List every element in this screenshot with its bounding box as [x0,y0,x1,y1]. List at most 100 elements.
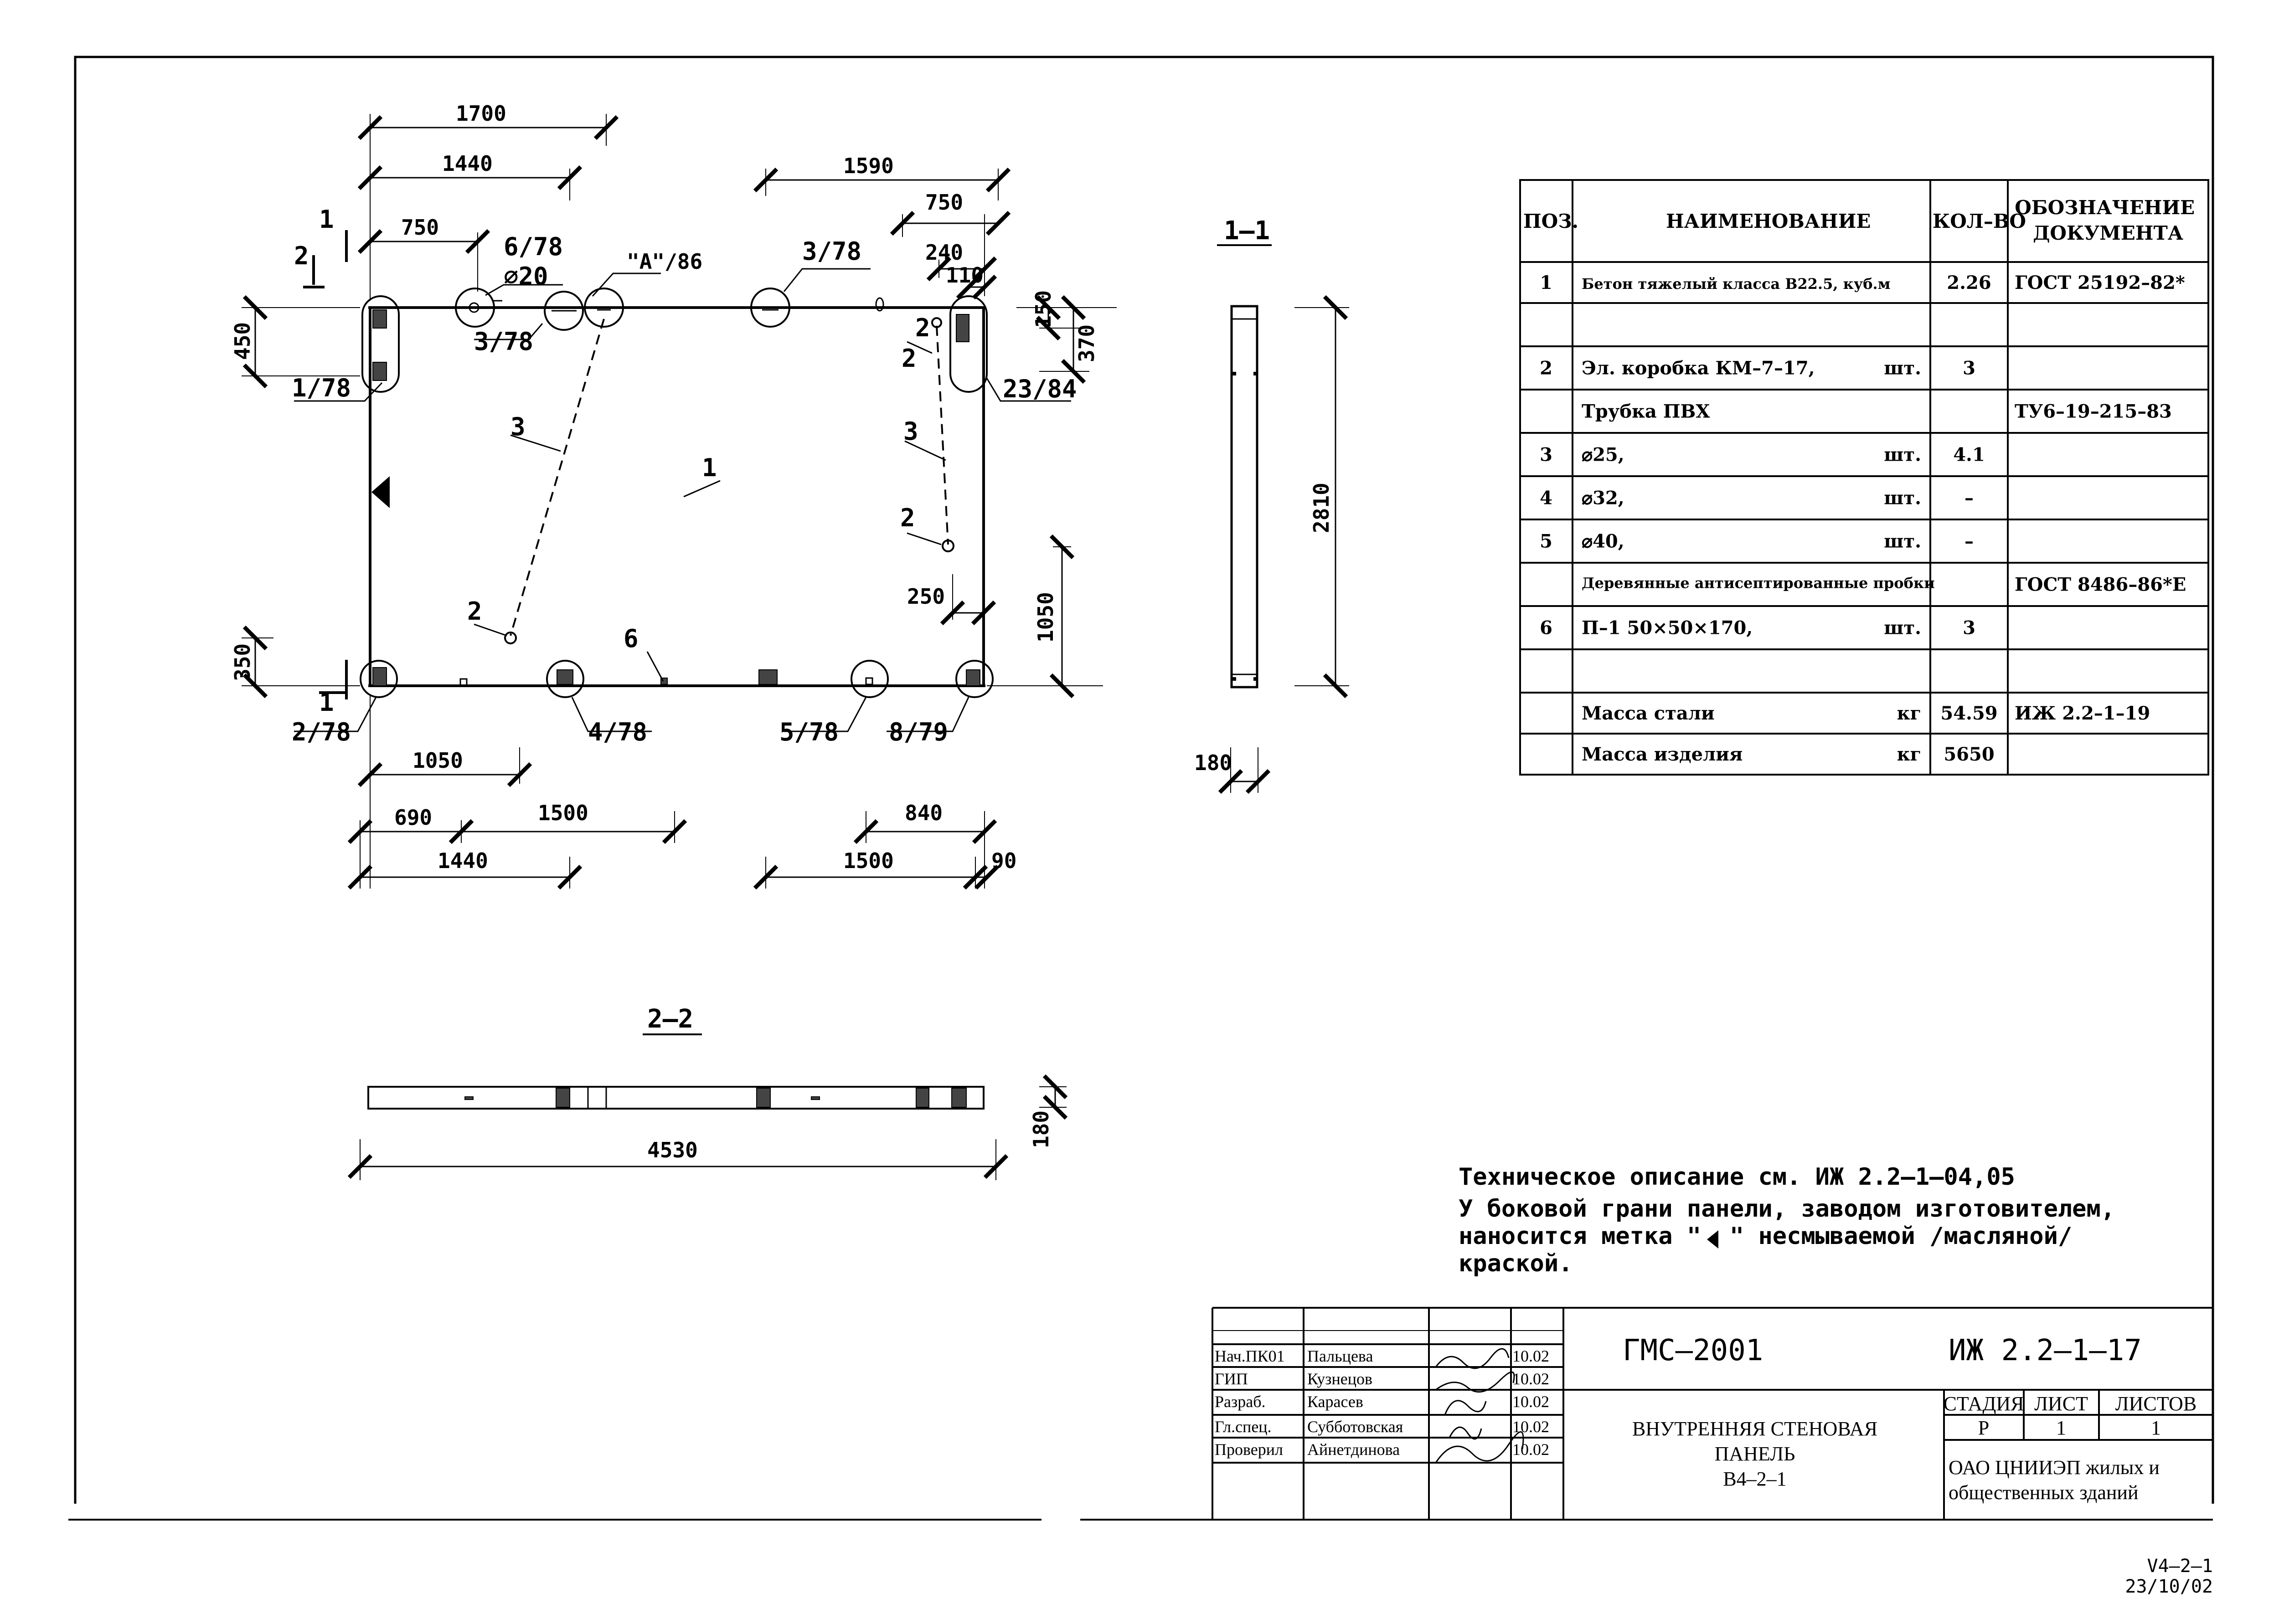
spec-row-pos: 1 [1540,272,1552,293]
pos-2-b: 2 [900,504,915,532]
panel-elevation [368,306,985,687]
sheet-frame [68,56,2214,1521]
spec-row-name: П–1 50×50×170, [1582,617,1753,639]
pos-2-d: 2 [915,313,930,342]
section-2-2-parts [464,1088,967,1108]
cut-1-top: 1 [319,205,334,234]
role-date: 10.02 [1512,1347,1549,1365]
spec-row-pos: 6 [1540,617,1552,639]
role-label: Проверил [1215,1440,1283,1459]
spec-row-qty: – [1964,531,1974,552]
header-qty: КОЛ–ВО [1933,210,2026,232]
section-1-1-title: 1–1 [1224,216,1270,246]
spec-row-name: ⌀40, [1582,531,1624,552]
pos-6: 6 [624,624,639,653]
spec-row-pos: 5 [1540,531,1552,552]
sheet-value: 1 [2056,1417,2066,1439]
header-pos: ПОЗ. [1523,210,1578,232]
spec-table-grid [1519,179,2209,776]
detail-markers [360,288,994,698]
note-line-3: наносится метка " ▲" несмываемой /маслян… [1459,1223,2072,1250]
callout-A-86: "A"/86 [627,249,702,274]
spec-row-qty: 54.59 [1940,703,1997,724]
header-name: НАИМЕНОВАНИЕ [1666,210,1871,232]
dim-90: 90 [991,848,1016,873]
callout-23-84: 23/84 [1003,375,1077,403]
dim-1590: 1590 [843,154,894,178]
callout-6-78: 6/78 [504,232,563,261]
spec-row-pos: 3 [1540,444,1552,466]
dim-1700: 1700 [456,101,506,126]
callout-phi20: ⌀20 [504,262,548,291]
dim-1440-top: 1440 [442,151,493,176]
sheets-value: 1 [2151,1417,2161,1439]
dim-240: 240 [925,240,963,265]
pos-2-a: 2 [467,597,482,626]
callout-3-78-right: 3/78 [802,237,861,266]
spec-row-unit: кг [1897,744,1921,765]
role-label: Нач.ПК01 [1215,1347,1285,1365]
dim-250: 250 [907,584,945,609]
embedded-parts [372,309,980,686]
spec-row-name: ⌀32, [1582,488,1624,509]
dimension-labels: 1700 1440 750 1590 750 240 110 150 370 4… [230,101,1334,1162]
code-main: ГМС–2001 [1623,1334,1763,1367]
org-line-2: общественных зданий [1949,1481,2139,1504]
org-line-1: ОАО ЦНИИЭП жилых и [1949,1456,2160,1479]
spec-row-doc: ИЖ 2.2–1–19 [2015,703,2150,724]
technical-notes: Техническое описание см. ИЖ 2.2–1–04,05 … [1459,1163,2115,1277]
section-cut-marks [303,230,348,699]
cut-2: 2 [294,242,309,270]
spec-table-header: ПОЗ. НАИМЕНОВАНИЕ КОЛ–ВО ОБОЗНАЧЕНИЕ ДОК… [1523,196,2195,244]
dim-1050-right: 1050 [1033,592,1058,642]
section-2-2-title: 2–2 [647,1004,693,1034]
section-2-2-view [367,1033,985,1110]
pos-3-b: 3 [903,417,918,446]
section-labels: 1 2 1 1–1 2–2 [294,205,1270,1034]
junction-boxes [504,317,954,644]
dim-450: 450 [230,322,255,360]
spec-row-pos: 4 [1540,488,1552,509]
extension-lines [242,114,1349,1180]
section-1-1-view [1217,244,1272,689]
spec-row-name: Трубка ПВХ [1582,401,1710,422]
spec-row-unit: шт. [1884,531,1921,552]
callout-4-78: 4/78 [588,718,647,746]
dim-750-left: 750 [401,215,439,240]
dim-690: 690 [394,805,432,830]
spec-row-qty: 3 [1963,358,1975,379]
dim-4530: 4530 [647,1138,698,1162]
spec-row-doc: ТУ6–19–215–83 [2015,401,2172,422]
dim-1500-right: 1500 [843,848,894,873]
pos-2-c: 2 [902,344,917,373]
spec-row-qty: 5650 [1944,744,1994,765]
plug-holes [459,297,884,686]
note-line-4: краской. [1459,1250,1573,1277]
spec-row-name: Масса изделия [1582,744,1743,765]
spec-row-unit: шт. [1884,488,1921,509]
callout-2-78: 2/78 [292,718,351,746]
role-date: 10.02 [1512,1418,1549,1436]
dim-370: 370 [1074,324,1099,362]
title-line-2: ПАНЕЛЬ [1715,1443,1795,1465]
role-label: ГИП [1215,1370,1248,1388]
spec-row-qty: 4.1 [1953,444,1985,466]
code-doc: ИЖ 2.2–1–17 [1949,1334,2142,1367]
role-name: Субботовская [1307,1418,1403,1436]
role-name: Карасев [1307,1393,1363,1411]
title-line-3: В4–2–1 [1723,1468,1786,1490]
dim-1500-left: 1500 [538,801,588,825]
stage-header: СТАДИЯ [1944,1393,2024,1415]
role-name: Айнетдинова [1307,1440,1400,1459]
role-name: Пальцева [1307,1347,1373,1365]
note-line-1: Техническое описание см. ИЖ 2.2–1–04,05 [1459,1163,2015,1191]
pos-1: 1 [702,453,717,482]
spec-row-name: ⌀25, [1582,444,1624,466]
stage-value: Р [1978,1417,1989,1439]
spec-row-doc: ГОСТ 25192–82* [2015,272,2185,293]
spec-row-unit: кг [1897,703,1921,724]
title-block: ГМС–2001 ИЖ 2.2–1–17 Нач.ПК01 Пальцева 10.… [1215,1334,2197,1504]
dim-180-section1: 180 [1194,750,1232,775]
